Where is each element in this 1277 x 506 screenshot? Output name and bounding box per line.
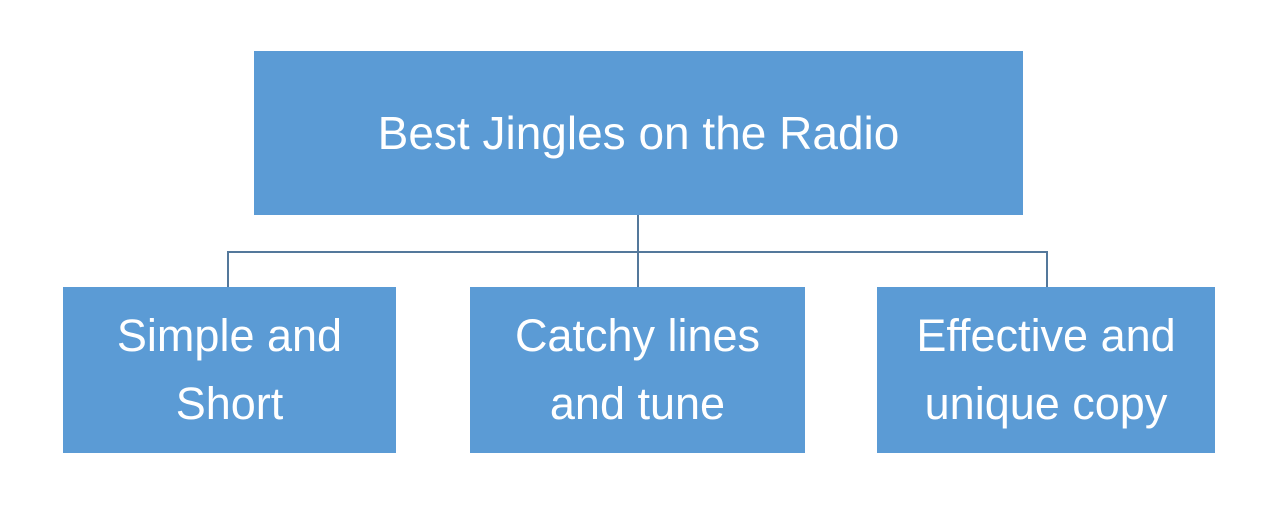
connector-drop-child-2	[637, 252, 639, 288]
diagram-node-label-line: Simple and	[116, 310, 343, 361]
diagram-node-label-line: Catchy lines	[514, 310, 761, 361]
diagram-node-root-label: Best Jingles on the Radio	[377, 107, 900, 159]
diagram-node-label-line: and tune	[549, 378, 726, 429]
connector-drop-child-1	[227, 252, 229, 288]
diagram-node-effective-and-unique-copy: Effective and unique copy	[877, 287, 1215, 453]
diagram-node-simple-and-short: Simple and Short	[63, 287, 396, 453]
connector-root-stem	[637, 215, 639, 252]
connector-drop-child-3	[1046, 252, 1048, 288]
diagram-node-catchy-lines-and-tune: Catchy lines and tune	[470, 287, 805, 453]
diagram-node-label-line: Short	[175, 378, 284, 429]
diagram-node-root: Best Jingles on the Radio	[254, 51, 1023, 215]
diagram-node-label-line: Effective and	[916, 310, 1176, 361]
diagram-node-label-line: unique copy	[924, 378, 1168, 429]
